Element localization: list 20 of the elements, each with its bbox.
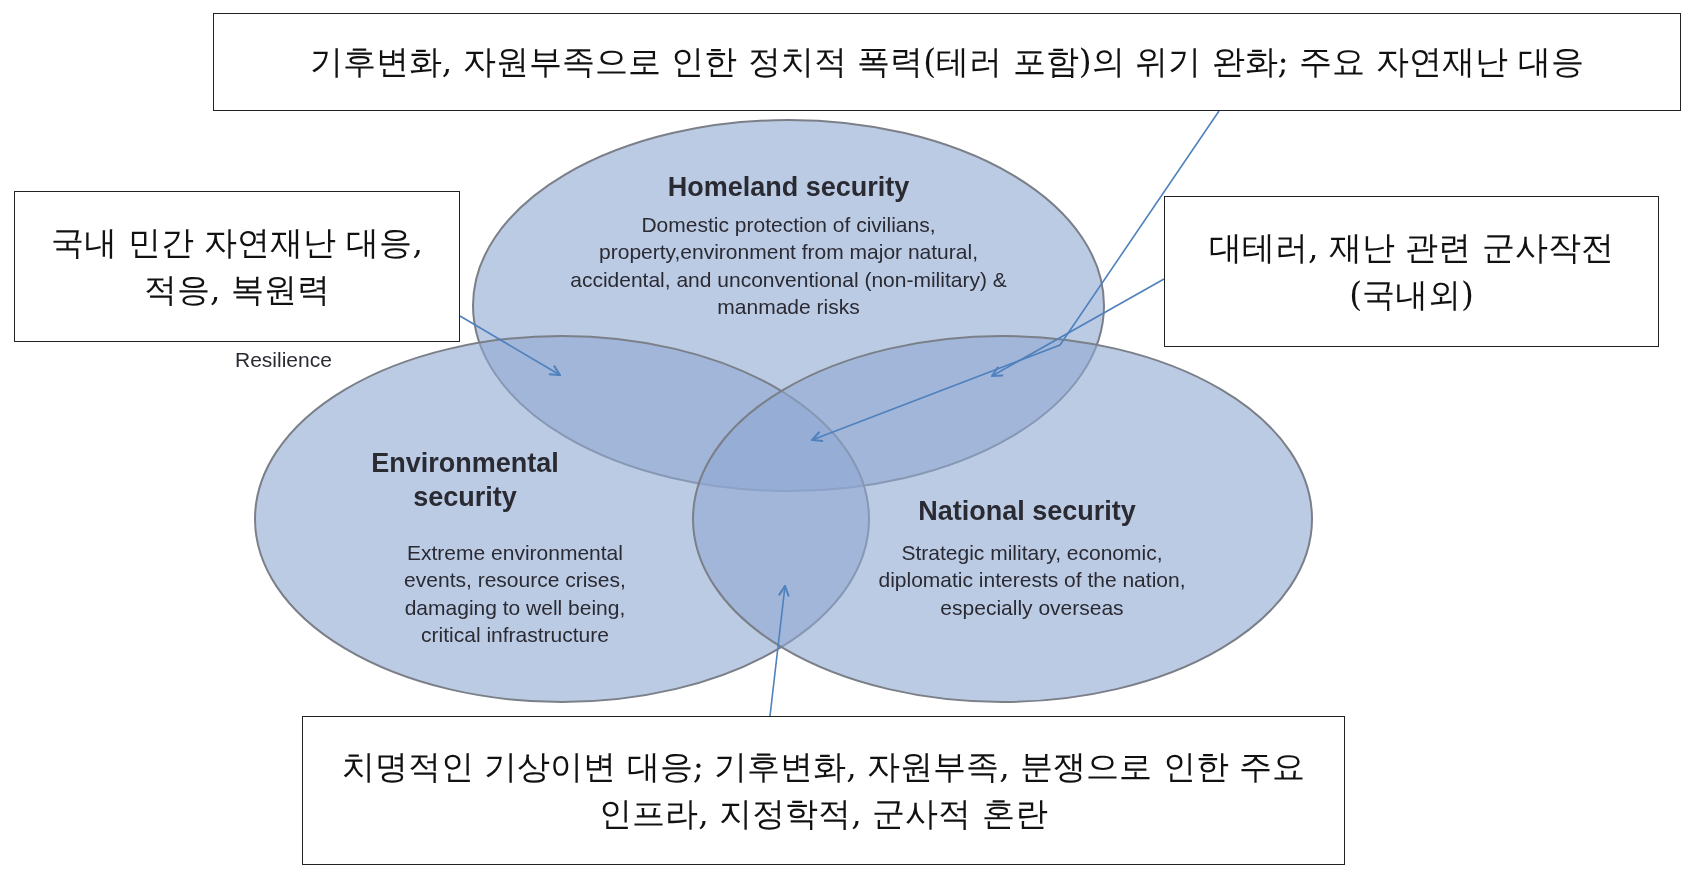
callout-box bbox=[213, 13, 1681, 111]
ellipse-description: Extreme environmental events, resource crises, damaging to well being, critical infrastructure bbox=[403, 540, 627, 648]
leader-arrow bbox=[769, 585, 790, 717]
callout-text: 기후변화, 자원부족으로 인한 정치적 폭력(테러 포함)의 위기 완화; 주요 자연재난 대응 bbox=[309, 40, 1585, 83]
callout-text: 국내 민간 자연재난 대응, 적응, 복원력 bbox=[50, 222, 424, 311]
ellipse-title: National security bbox=[917, 495, 1137, 528]
venn-ellipse bbox=[692, 335, 1313, 703]
ellipse-title: Homeland security bbox=[666, 171, 911, 204]
leader-arrow bbox=[459, 315, 561, 376]
ellipse-description: Domestic protection of civilians, property,environment from major natural, accidental, and unconventional (non-military) & manmade risks bbox=[569, 212, 1008, 320]
leader-arrow bbox=[811, 110, 1220, 443]
callout-box bbox=[14, 191, 460, 342]
callout-text: 대테러, 재난 관련 군사작전(국내외) bbox=[1208, 227, 1615, 316]
callout-text: 치명적인 기상이변 대응; 기후변화, 자원부족, 분쟁으로 인한 주요 인프라, 지정학적, 군사적 혼란 bbox=[340, 746, 1307, 835]
text-label: Resilience bbox=[235, 348, 332, 372]
ellipse-title: Environmental security bbox=[370, 447, 560, 514]
ellipse-description: Strategic military, economic, diplomatic interests of the nation, especially overseas bbox=[877, 540, 1187, 621]
leader-arrow bbox=[991, 278, 1165, 377]
callout-box bbox=[1164, 196, 1659, 347]
callout-box bbox=[302, 716, 1345, 865]
